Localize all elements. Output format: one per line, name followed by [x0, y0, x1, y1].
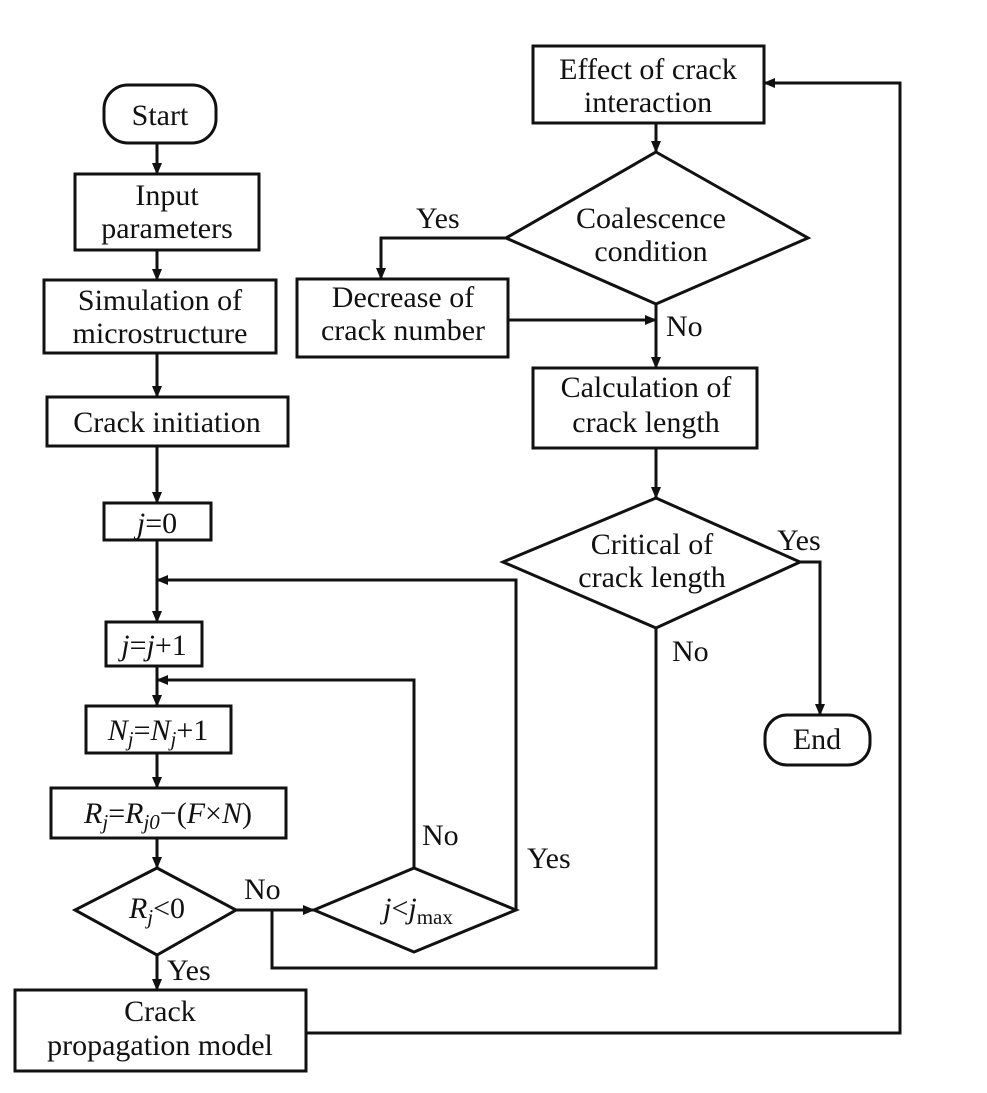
label-j-check-yes: Yes [527, 842, 571, 875]
label-critical-yes: Yes [777, 524, 821, 557]
edge-critical-end-yes [800, 560, 825, 716]
critical-line-2: crack length [578, 561, 725, 594]
edge-jcheck-no-loop [156, 675, 416, 868]
node-end: End [763, 713, 872, 767]
initiation-label: Crack initiation [73, 406, 260, 439]
decision-coalescence: Coalescence condition [502, 150, 812, 306]
j-increment-expression: j=j+1 [117, 629, 187, 662]
coalescence-line-2: condition [594, 235, 707, 268]
node-crack-initiation: Crack initiation [45, 395, 290, 448]
edge-propagation-interaction [306, 78, 902, 1035]
interaction-line-1: Effect of crack [559, 53, 737, 86]
node-simulation: Simulation of microstructure [42, 278, 278, 355]
simulation-line-2: microstructure [73, 317, 248, 350]
end-label: End [793, 723, 841, 756]
decrease-line-1: Decrease of [332, 281, 474, 314]
decision-r-negative: Rj<0 [71, 866, 240, 957]
label-coalescence-yes: Yes [416, 202, 460, 235]
node-propagation-model: Crack propagation model [13, 988, 308, 1073]
edge-coalescence-decrease-yes [376, 236, 506, 280]
edge-jcheck-yes-loop [156, 575, 518, 910]
node-j-init: j=0 [102, 501, 213, 542]
j-init-expression: j=0 [133, 507, 177, 540]
label-r-check-yes: Yes [167, 954, 211, 987]
node-calculation-crack-length: Calculation of crack length [531, 366, 759, 450]
r-check-expression: Rj<0 [128, 892, 185, 929]
j-check-expression: j<jmax [379, 892, 453, 929]
node-r-update: Rj=Rj0−(F×N) [49, 786, 288, 840]
decrease-line-2: crack number [321, 314, 485, 347]
calc-length-line-2: crack length [572, 406, 719, 439]
node-decrease-crack-number: Decrease of crack number [295, 277, 510, 359]
simulation-line-1: Simulation of [78, 284, 242, 317]
edges [152, 78, 902, 1035]
node-input-parameters: Input parameters [73, 172, 261, 252]
decision-j-max: j<jmax [310, 866, 520, 954]
input-line-2: parameters [101, 212, 233, 245]
label-r-check-no: No [244, 873, 281, 906]
label-j-check-no: No [422, 819, 459, 852]
propagation-line-1: Crack [124, 995, 196, 1028]
node-crack-interaction: Effect of crack interaction [531, 44, 766, 125]
calc-length-line-1: Calculation of [561, 371, 732, 404]
r-update-expression: Rj=Rj0−(F×N) [83, 797, 252, 834]
label-coalescence-no: No [666, 310, 703, 343]
decision-critical-length: Critical of crack length [499, 496, 804, 630]
interaction-line-2: interaction [584, 86, 712, 119]
node-start: Start [102, 83, 218, 145]
critical-line-1: Critical of [591, 528, 713, 561]
n-increment-expression: Nj=Nj+1 [107, 714, 209, 751]
input-line-1: Input [135, 179, 199, 212]
start-label: Start [132, 99, 189, 132]
label-critical-no: No [672, 635, 709, 668]
node-n-increment: Nj=Nj+1 [84, 704, 233, 755]
coalescence-line-1: Coalescence [576, 202, 726, 235]
propagation-line-2: propagation model [47, 1029, 273, 1062]
edge-labels: No Yes No Yes Yes No Yes No [167, 202, 821, 987]
edge-critical-no-loop [270, 628, 658, 970]
node-j-increment: j=j+1 [104, 620, 204, 668]
